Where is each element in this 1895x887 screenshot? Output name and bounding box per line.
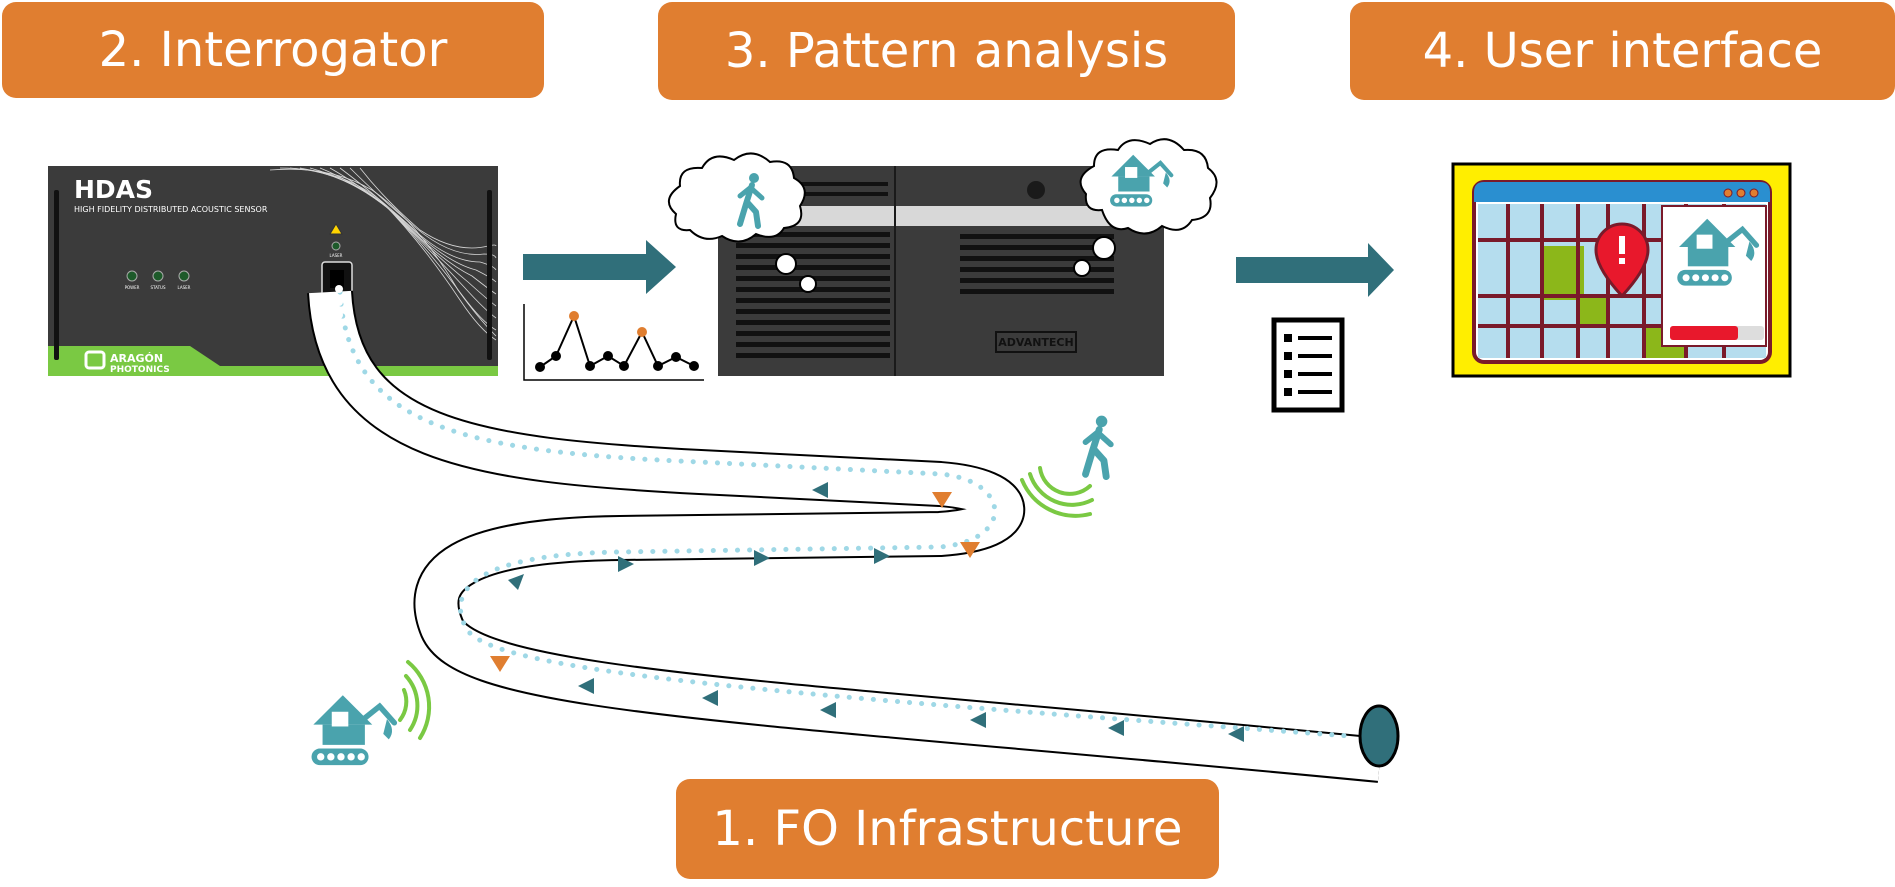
walker-event	[1020, 416, 1111, 518]
status-leds: POWER STATUS LASER	[125, 270, 191, 290]
led-label-power: POWER	[125, 285, 140, 290]
device-subtitle: HIGH FIDELITY DISTRIBUTED ACOUSTIC SENSO…	[74, 205, 268, 214]
excavator-icon	[312, 695, 395, 765]
report-icon	[1271, 317, 1345, 413]
step-pattern-analysis-box: 3. Pattern analysis	[658, 2, 1235, 100]
walker-icon	[1086, 416, 1111, 477]
led-label-laser-port: LASER	[330, 253, 343, 258]
step-pattern-analysis-label: 3. Pattern analysis	[724, 23, 1169, 79]
led-label-status: STATUS	[150, 285, 165, 290]
port-connector-dots	[335, 285, 343, 360]
led-label-laser: LASER	[178, 285, 191, 290]
step-fo-infrastructure-box: 1. FO Infrastructure	[676, 779, 1219, 879]
fiber-optic-cable	[307, 285, 1400, 783]
signal-direction-arrows	[508, 482, 1244, 742]
hdas-interrogator-device: HDAS HIGH FIDELITY DISTRIBUTED ACOUSTIC …	[48, 166, 498, 376]
excavator-event	[312, 660, 432, 765]
server-brand: ADVANTECH	[998, 336, 1073, 349]
step-user-interface-label: 4. User interface	[1422, 23, 1823, 79]
step-user-interface-box: 4. User interface	[1350, 2, 1895, 100]
device-title: HDAS	[74, 175, 153, 204]
arrow-right-icon	[1236, 243, 1394, 297]
brand-name-line1: ARAGÓN	[110, 352, 163, 365]
brand-name-line2: PHOTONICS	[110, 365, 170, 375]
step-fo-infrastructure-label: 1. FO Infrastructure	[712, 801, 1183, 857]
backscatter-arrows	[490, 492, 980, 672]
thought-cloud-excavator	[1073, 138, 1218, 277]
step-interrogator-label: 2. Interrogator	[98, 22, 448, 78]
aragon-logo: ARAGÓN PHOTONICS	[84, 350, 170, 375]
user-interface-screen	[1451, 162, 1792, 378]
cable-end	[1358, 704, 1400, 768]
trace-plot-icon	[523, 304, 704, 381]
arrow-right-icon	[523, 240, 676, 294]
step-interrogator-box: 2. Interrogator	[2, 2, 544, 98]
thought-cloud-walker	[668, 152, 817, 293]
warning-triangle-icon	[329, 223, 343, 235]
